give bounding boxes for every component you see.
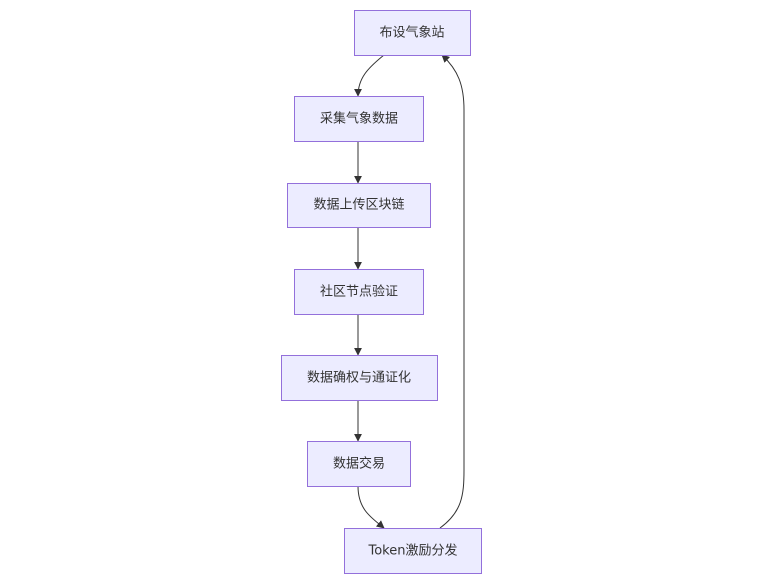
node-c[interactable]: 数据上传区块链 — [287, 183, 431, 228]
node-label: Token激励分发 — [368, 543, 458, 559]
node-label: 数据确权与通证化 — [307, 370, 411, 386]
node-a[interactable]: 布设气象站 — [354, 10, 471, 56]
edges — [354, 54, 465, 529]
node-label: 布设气象站 — [379, 25, 444, 41]
node-g[interactable]: Token激励分发 — [344, 528, 482, 574]
node-label: 社区节点验证 — [320, 284, 398, 300]
edge-g-to-a — [439, 54, 465, 529]
node-d[interactable]: 社区节点验证 — [294, 269, 424, 315]
node-e[interactable]: 数据确权与通证化 — [281, 355, 438, 401]
edge-f-to-g — [357, 485, 385, 529]
node-label: 数据上传区块链 — [313, 198, 404, 213]
node-b[interactable]: 采集气象数据 — [294, 96, 424, 142]
node-label: 数据交易 — [333, 456, 385, 472]
node-f[interactable]: 数据交易 — [307, 441, 411, 487]
node-label: 采集气象数据 — [320, 111, 398, 127]
edge-a-to-b — [354, 54, 385, 97]
